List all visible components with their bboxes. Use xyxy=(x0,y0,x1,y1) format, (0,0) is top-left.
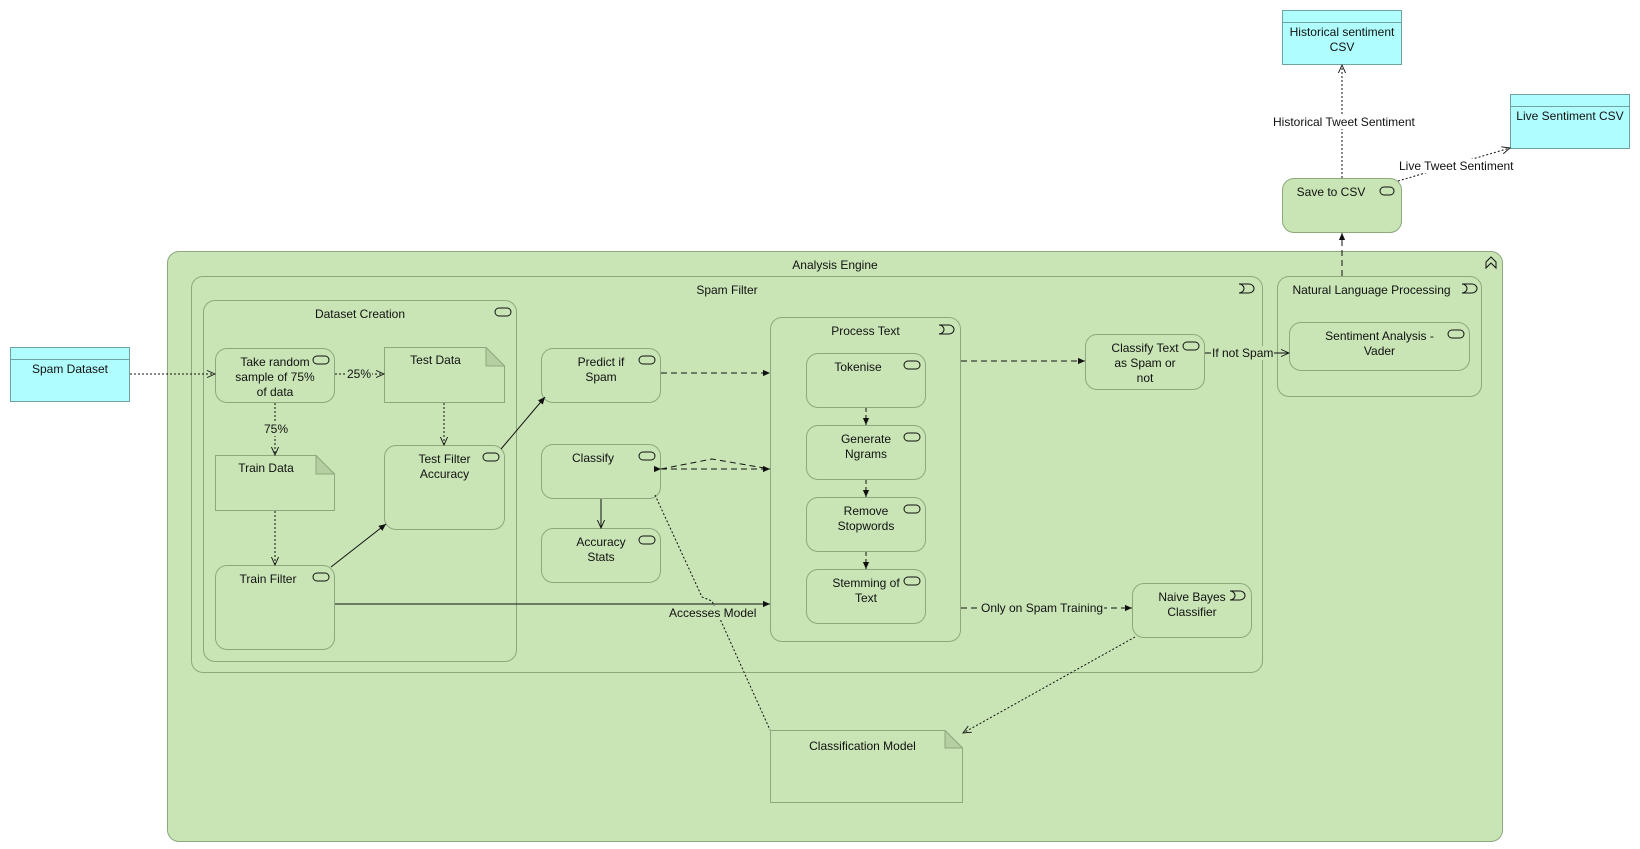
process-icon xyxy=(903,504,921,514)
naive-bayes-function[interactable]: Naive Bayes Classifier xyxy=(1132,583,1252,638)
stemming-label: Stemming of Text xyxy=(832,576,900,605)
classify-text-label: Classify Text as Spam or not xyxy=(1111,341,1179,385)
train-filter-label: Train Filter xyxy=(239,572,297,586)
process-text-label: Process Text xyxy=(831,324,900,338)
generate-ngrams-process[interactable]: Generate Ngrams xyxy=(806,425,926,480)
classify-label: Classify xyxy=(571,451,614,465)
edge-label-if-not-spam: If not Spam xyxy=(1211,346,1275,360)
process-icon xyxy=(903,432,921,442)
process-icon xyxy=(903,576,921,586)
historical-sentiment-csv[interactable]: Historical sentiment CSV xyxy=(1282,10,1402,65)
save-to-csv-label: Save to CSV xyxy=(1296,185,1366,199)
live-sentiment-csv-label: Live Sentiment CSV xyxy=(1516,109,1624,123)
artifact-shape xyxy=(384,347,505,403)
edge-label-only-spam-training: Only on Spam Training xyxy=(980,601,1105,615)
remove-stopwords-label: Remove Stopwords xyxy=(837,504,895,533)
historical-sentiment-csv-label: Historical sentiment CSV xyxy=(1289,25,1395,54)
classify-process[interactable]: Classify xyxy=(541,444,661,499)
process-icon xyxy=(638,535,656,545)
artifact-shape xyxy=(215,455,335,511)
process-icon xyxy=(1182,341,1200,351)
spam-dataset-label: Spam Dataset xyxy=(31,362,109,376)
take-random-sample-label: Take random sample of 75% of data xyxy=(235,355,315,399)
predict-if-spam-process[interactable]: Predict if Spam xyxy=(541,348,661,403)
spam-dataset[interactable]: Spam Dataset xyxy=(10,347,130,402)
process-icon xyxy=(312,355,330,365)
process-icon xyxy=(903,360,921,370)
stemming-process[interactable]: Stemming of Text xyxy=(806,569,926,624)
data-object-header xyxy=(11,348,129,360)
remove-stopwords-process[interactable]: Remove Stopwords xyxy=(806,497,926,552)
function-icon xyxy=(1229,590,1246,601)
process-icon xyxy=(494,307,512,317)
function-icon xyxy=(938,324,955,335)
test-data-artifact[interactable]: Test Data xyxy=(384,347,505,403)
tokenise-label: Tokenise xyxy=(834,360,882,374)
accuracy-stats-label: Accuracy Stats xyxy=(576,535,626,564)
process-icon xyxy=(638,355,656,365)
edge-label-historical-tweet: Historical Tweet Sentiment xyxy=(1272,115,1416,129)
process-icon xyxy=(1447,329,1465,339)
accuracy-stats-process[interactable]: Accuracy Stats xyxy=(541,528,661,583)
train-filter-process[interactable]: Train Filter xyxy=(215,565,335,650)
node-collapse-icon xyxy=(1485,256,1497,270)
process-icon xyxy=(1379,186,1395,196)
test-filter-accuracy-process[interactable]: Test Filter Accuracy xyxy=(384,445,505,530)
predict-if-spam-label: Predict if Spam xyxy=(577,355,625,384)
edge-label-live-tweet: Live Tweet Sentiment xyxy=(1398,159,1515,173)
train-data-artifact[interactable]: Train Data xyxy=(215,455,335,511)
function-icon xyxy=(1238,283,1255,294)
sentiment-analysis-process[interactable]: Sentiment Analysis - Vader xyxy=(1289,322,1470,371)
sentiment-analysis-label: Sentiment Analysis - Vader xyxy=(1325,329,1434,358)
dataset-creation-label: Dataset Creation xyxy=(314,307,406,321)
test-filter-accuracy-label: Test Filter Accuracy xyxy=(418,452,471,481)
process-icon xyxy=(312,572,330,582)
data-object-header xyxy=(1511,95,1629,107)
test-data-label: Test Data xyxy=(410,353,461,367)
data-object-header xyxy=(1283,11,1401,23)
classification-model-label: Classification Model xyxy=(809,739,916,753)
take-random-sample-process[interactable]: Take random sample of 75% of data xyxy=(215,348,335,403)
function-icon xyxy=(1461,283,1478,294)
process-icon xyxy=(638,451,656,461)
spam-filter-label: Spam Filter xyxy=(696,283,758,297)
edge-label-accesses-model: Accesses Model xyxy=(668,606,758,620)
classification-model-artifact[interactable]: Classification Model xyxy=(770,730,963,803)
naive-bayes-label: Naive Bayes Classifier xyxy=(1158,590,1226,619)
generate-ngrams-label: Generate Ngrams xyxy=(840,432,892,461)
save-to-csv-process[interactable]: Save to CSV xyxy=(1282,178,1402,233)
edge-label-75pct: 75% xyxy=(263,422,290,436)
process-icon xyxy=(482,452,500,462)
analysis-engine-label: Analysis Engine xyxy=(792,258,878,272)
nlp-label: Natural Language Processing xyxy=(1292,283,1451,297)
live-sentiment-csv[interactable]: Live Sentiment CSV xyxy=(1510,94,1630,149)
tokenise-process[interactable]: Tokenise xyxy=(806,353,926,408)
train-data-label: Train Data xyxy=(238,461,294,475)
artifact-shape xyxy=(770,730,963,803)
classify-text-process[interactable]: Classify Text as Spam or not xyxy=(1085,334,1205,390)
edge-label-25pct: 25% xyxy=(346,367,373,381)
